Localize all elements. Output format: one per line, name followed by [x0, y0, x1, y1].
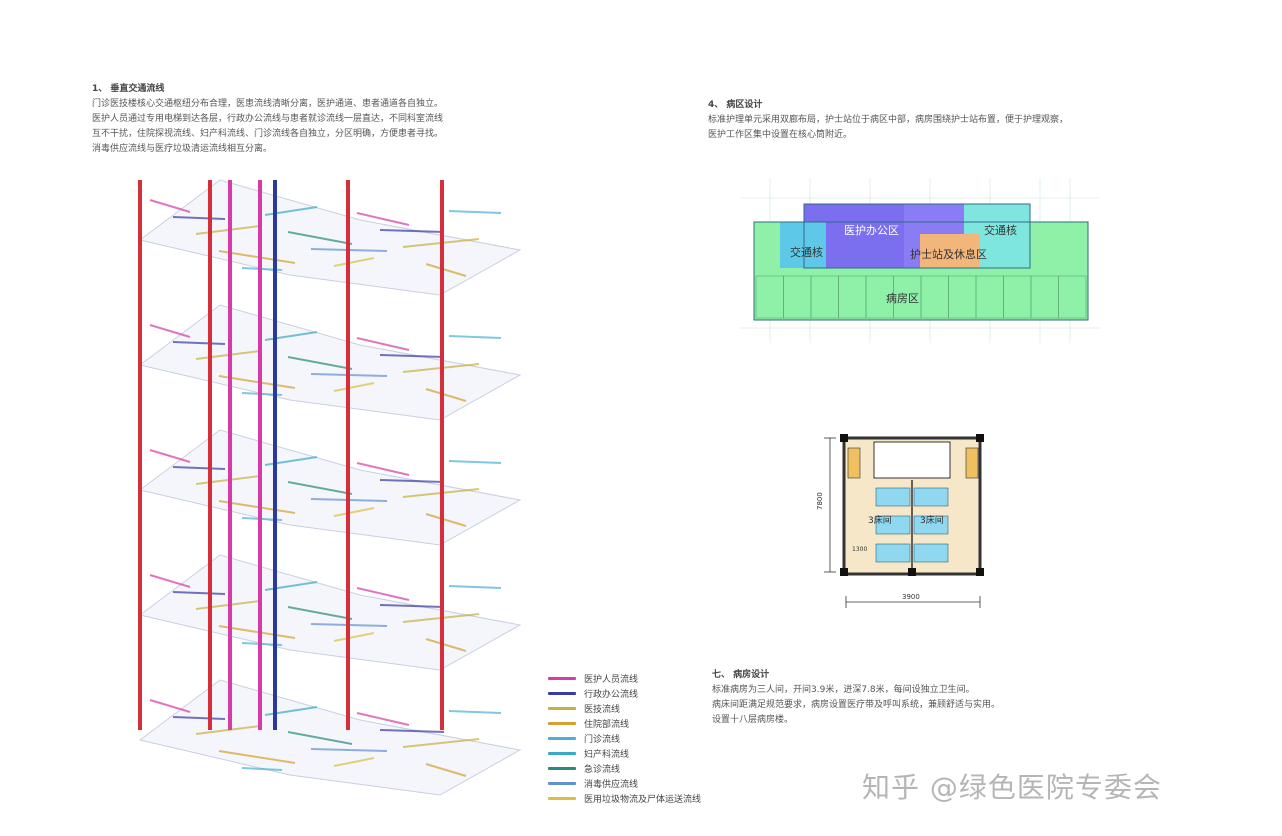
bottom-text-section: 七、 病房设计 标准病房为三人间，开间3.9米，进深7.8米，每间设独立卫生间。… [712, 668, 1182, 728]
right-line-2: 医护工作区集中设置在核心筒附近。 [708, 130, 853, 140]
left-heading: 1、 垂直交通流线 [92, 84, 165, 94]
isometric-circulation-diagram [138, 179, 522, 796]
left-line-3: 互不干扰，住院探视流线、妇产科流线、门诊流线各自独立，分区明确，方便患者寻找。 [92, 129, 444, 139]
plan-room-cell [1058, 275, 1087, 319]
plan-label-traffic-right: 交通核 [984, 223, 1017, 237]
floor-slab [138, 179, 522, 296]
legend-swatch [548, 752, 576, 755]
legend-swatch [548, 767, 576, 770]
floor-slab [138, 304, 522, 421]
legend-swatch [548, 782, 576, 785]
legend-item: 住院部流线 [548, 716, 701, 731]
plan-label-traffic-left: 交通核 [790, 245, 823, 259]
legend-swatch [548, 692, 576, 695]
left-line-4: 消毒供应流线与医疗垃圾清运流线相互分离。 [92, 144, 273, 154]
legend-swatch [548, 722, 576, 725]
ward-floor-plan: 交通核 医护办公区 交通核 护士站及休息区 病房区 [740, 178, 1100, 343]
floor-stack [138, 179, 522, 796]
bottom-line-3: 设置十八层病房楼。 [712, 715, 794, 725]
bottom-line-1: 标准病房为三人间，开间3.9米，进深7.8米，每间设独立卫生间。 [712, 685, 975, 695]
plan-label-office: 医护办公区 [844, 223, 899, 237]
plan-label-ward: 病房区 [886, 291, 919, 305]
legend-item: 消毒供应流线 [548, 776, 701, 791]
left-line-2: 医护人员通过专用电梯到达各层，行政办公流线与患者就诊流线一层直达，不同科室流线 [92, 114, 444, 124]
legend-swatch [548, 737, 576, 740]
ward-room-plan: 7800 3900 3床间 3床间 1300 [816, 434, 984, 608]
room-label-left: 3床间 [868, 514, 892, 526]
watermark: 知乎 @绿色医院专委会 [862, 771, 1162, 804]
left-text-section: 1、 垂直交通流线 门诊医技楼核心交通枢纽分布合理，医患流线清晰分离，医护通道、… [92, 82, 562, 157]
legend-item: 急诊流线 [548, 761, 701, 776]
legend-swatch [548, 707, 576, 710]
room-dim-depth: 7800 [816, 492, 824, 510]
room-label-right: 3床间 [920, 514, 944, 526]
vertical-cores [138, 180, 444, 730]
legend-swatch [548, 797, 576, 800]
room-dim-width: 3900 [902, 593, 920, 601]
right-text-section: 4、 病区设计 标准护理单元采用双廊布局，护士站位于病区中部，病房围绕护士站布置… [708, 98, 1178, 143]
floor-slab [138, 679, 522, 796]
legend-item: 医技流线 [548, 701, 701, 716]
room-dim-small: 1300 [852, 546, 867, 553]
left-line-1: 门诊医技楼核心交通枢纽分布合理，医患流线清晰分离，医护通道、患者通道各自独立。 [92, 99, 444, 109]
legend-item: 行政办公流线 [548, 686, 701, 701]
circulation-legend: 医护人员流线 行政办公流线 医技流线 住院部流线 门诊流线 妇产科流线 急诊流线… [548, 671, 701, 806]
plan-label-nurse: 护士站及休息区 [910, 247, 987, 261]
floor-slab [138, 429, 522, 546]
legend-item: 妇产科流线 [548, 746, 701, 761]
traffic-core-left [780, 222, 826, 268]
legend-item: 医护人员流线 [548, 671, 701, 686]
right-line-1: 标准护理单元采用双廊布局，护士站位于病区中部，病房围绕护士站布置，便于护理观察， [708, 115, 1069, 125]
floor-slab [138, 554, 522, 671]
bottom-line-2: 病床间距满足规范要求，病房设置医疗带及呼叫系统，兼顾舒适与实用。 [712, 700, 1001, 710]
legend-item: 医用垃圾物流及尸体运送流线 [548, 791, 701, 806]
right-heading: 4、 病区设计 [708, 100, 763, 110]
legend-swatch [548, 677, 576, 680]
nurse-zone [920, 234, 980, 268]
legend-item: 门诊流线 [548, 731, 701, 746]
bottom-heading: 七、 病房设计 [712, 670, 770, 680]
